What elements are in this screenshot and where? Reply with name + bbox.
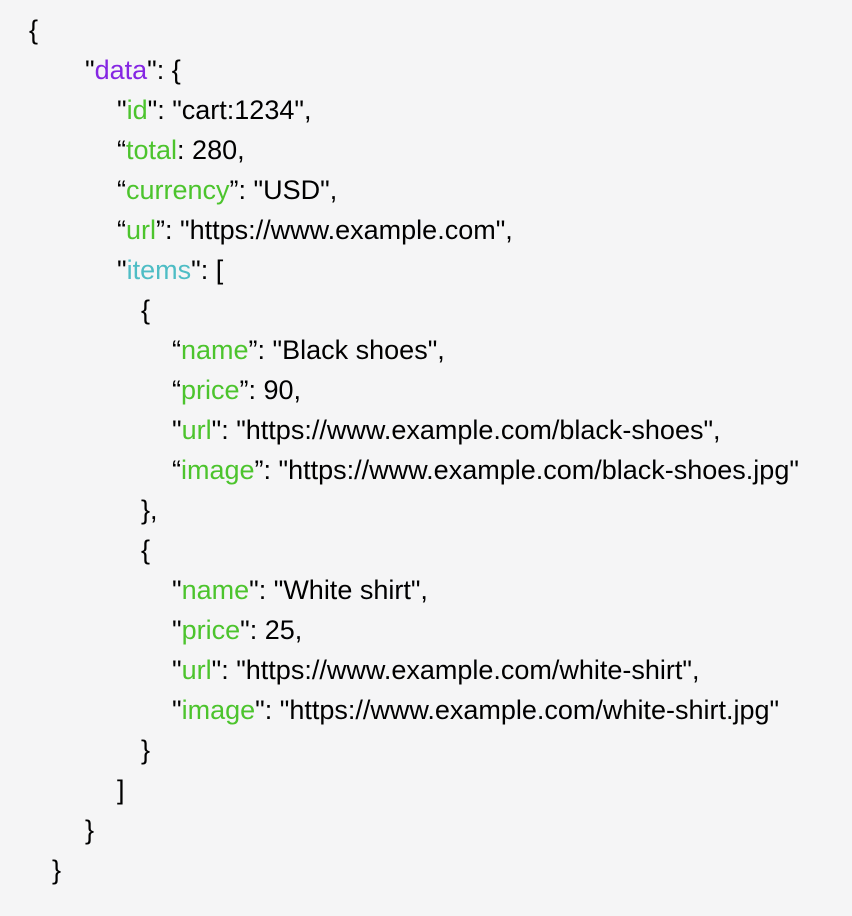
json-key-teal: items xyxy=(126,255,192,285)
json-key-green: url xyxy=(181,415,212,445)
code-token: ”: "USD", xyxy=(229,175,338,205)
code-token: " xyxy=(172,615,182,645)
json-key-green: url xyxy=(126,215,157,245)
code-token: ": "cart:1234", xyxy=(147,95,312,125)
code-line: “total: 280, xyxy=(0,130,852,170)
code-token: } xyxy=(52,855,62,885)
code-token: " xyxy=(117,255,127,285)
code-token: “ xyxy=(172,375,181,405)
json-key-green: currency xyxy=(126,175,230,205)
code-token: }, xyxy=(141,495,158,525)
code-token: “ xyxy=(117,215,126,245)
code-token: } xyxy=(85,815,95,845)
code-line: "data": { xyxy=(0,50,852,90)
code-token: ": { xyxy=(147,55,181,85)
code-token: ": "https://www.example.com/black-shoes"… xyxy=(211,415,721,445)
code-line: “name”: "Black shoes", xyxy=(0,330,852,370)
code-token: ": 25, xyxy=(240,615,303,645)
code-line: "image": "https://www.example.com/white-… xyxy=(0,690,852,730)
code-token: " xyxy=(172,655,182,685)
code-line: “price”: 90, xyxy=(0,370,852,410)
code-token: " xyxy=(172,415,182,445)
code-line: } xyxy=(0,810,852,850)
code-line: “url”: "https://www.example.com", xyxy=(0,210,852,250)
json-key-purple: data xyxy=(94,55,148,85)
code-line: "url": "https://www.example.com/white-sh… xyxy=(0,650,852,690)
code-token: " xyxy=(172,695,182,725)
json-key-green: price xyxy=(181,615,241,645)
json-key-green: name xyxy=(181,335,249,365)
code-token: } xyxy=(141,735,151,765)
code-token: { xyxy=(141,295,151,325)
json-code-block: {"data": {"id": "cart:1234",“total: 280,… xyxy=(0,10,852,890)
code-line: }, xyxy=(0,490,852,530)
code-line: “currency”: "USD", xyxy=(0,170,852,210)
code-token: ”: "https://www.example.com/black-shoes.… xyxy=(254,455,799,485)
code-line: { xyxy=(0,290,852,330)
json-key-green: total xyxy=(126,135,178,165)
code-line: "items": [ xyxy=(0,250,852,290)
code-token: ": "https://www.example.com/white-shirt"… xyxy=(211,655,700,685)
code-line: { xyxy=(0,10,852,50)
code-token: ": "https://www.example.com/white-shirt.… xyxy=(255,695,780,725)
code-token: ”: "https://www.example.com", xyxy=(156,215,513,245)
code-token: “ xyxy=(172,335,181,365)
code-line: "url": "https://www.example.com/black-sh… xyxy=(0,410,852,450)
code-line: "price": 25, xyxy=(0,610,852,650)
code-line: { xyxy=(0,530,852,570)
code-token: “ xyxy=(117,175,126,205)
code-line: “image”: "https://www.example.com/black-… xyxy=(0,450,852,490)
json-key-green: price xyxy=(181,375,240,405)
code-token: : 280, xyxy=(177,135,245,165)
code-token: ": [ xyxy=(191,255,224,285)
code-line: "name": "White shirt", xyxy=(0,570,852,610)
code-token: “ xyxy=(117,135,126,165)
code-line: } xyxy=(0,730,852,770)
json-key-green: image xyxy=(181,455,255,485)
json-key-green: url xyxy=(181,655,212,685)
code-line: ] xyxy=(0,770,852,810)
code-token: ”: "Black shoes", xyxy=(248,335,445,365)
code-token: ”: 90, xyxy=(239,375,302,405)
code-line: } xyxy=(0,850,852,890)
code-token: ] xyxy=(117,775,125,805)
json-key-green: image xyxy=(181,695,256,725)
code-line: "id": "cart:1234", xyxy=(0,90,852,130)
code-token: { xyxy=(141,535,151,565)
code-token: { xyxy=(29,15,39,45)
code-token: " xyxy=(85,55,95,85)
code-token: " xyxy=(172,575,182,605)
json-key-green: name xyxy=(181,575,250,605)
json-key-green: id xyxy=(126,95,148,125)
code-token: “ xyxy=(172,455,181,485)
code-token: ": "White shirt", xyxy=(249,575,428,605)
code-token: " xyxy=(117,95,127,125)
